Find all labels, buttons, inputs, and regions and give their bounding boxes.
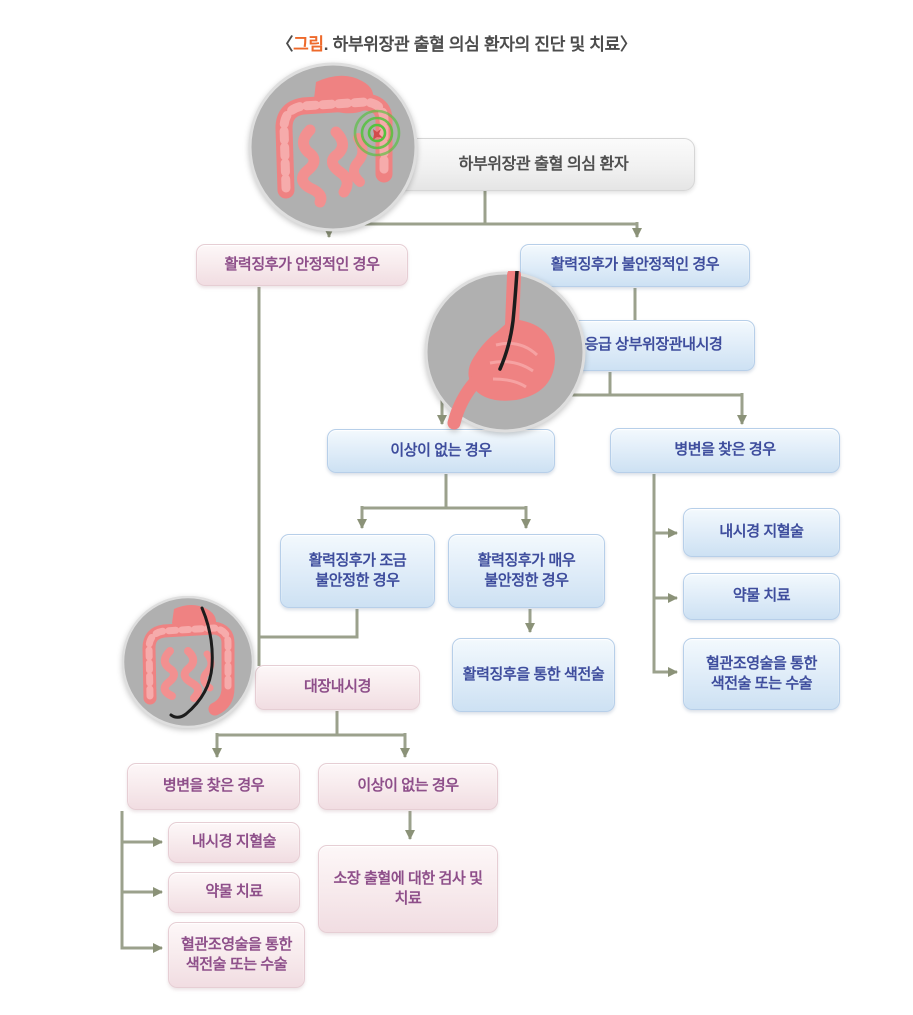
node-emergency-upper-endoscopy: 응급 상부위장관내시경	[552, 320, 755, 371]
node-vitals-stable: 활력징후가 안정적인 경우	[196, 244, 408, 286]
title-figure-label: 그림	[293, 35, 324, 54]
node-endoscopic-hemostasis-lower: 내시경 지혈술	[168, 822, 300, 863]
stomach-endoscopy-icon	[424, 271, 586, 433]
node-colonoscopy: 대장내시경	[255, 665, 420, 710]
node-vitals-unstable: 활력징후가 불안정적인 경우	[520, 244, 750, 287]
title-bracket-close: 〉	[619, 35, 637, 54]
title-period: .	[323, 35, 333, 54]
title-bracket-open: 〈	[276, 35, 294, 54]
colonoscopy-icon	[122, 596, 254, 728]
node-medication-lower: 약물 치료	[168, 872, 300, 913]
node-lower-lesion-found: 병변을 찾은 경우	[127, 763, 300, 810]
node-suspected-lower-gi-bleeding: 하부위장관 출혈 의심 환자	[392, 138, 695, 191]
node-embolization-via-vitals: 활력징후을 통한 색전술	[452, 638, 615, 712]
node-upper-no-abnormality: 이상이 없는 경우	[327, 429, 555, 473]
figure-title: 〈그림. 하부위장관 출혈 의심 환자의 진단 및 치료〉	[0, 30, 913, 55]
node-lower-no-abnormality: 이상이 없는 경우	[318, 763, 498, 810]
node-angiography-upper: 혈관조영술을 통한 색전술 또는 수술	[683, 638, 840, 710]
bleeding-target-icon	[353, 109, 401, 157]
intestine-bleeding-target-icon	[248, 62, 418, 232]
node-upper-lesion-found: 병변을 찾은 경우	[610, 428, 840, 473]
node-angiography-lower: 혈관조영술을 통한 색전술 또는 수술	[168, 922, 305, 988]
node-vitals-very-unstable: 활력징후가 매우 불안정한 경우	[448, 534, 605, 608]
node-endoscopic-hemostasis-upper: 내시경 지혈술	[683, 508, 840, 557]
node-medication-upper: 약물 치료	[683, 573, 840, 620]
title-text: 하부위장관 출혈 의심 환자의 진단 및 치료	[332, 35, 621, 54]
node-vitals-slightly-unstable: 활력징후가 조금 불안정한 경우	[280, 534, 435, 608]
node-small-bowel-workup: 소장 출혈에 대한 검사 및 치료	[318, 845, 498, 933]
